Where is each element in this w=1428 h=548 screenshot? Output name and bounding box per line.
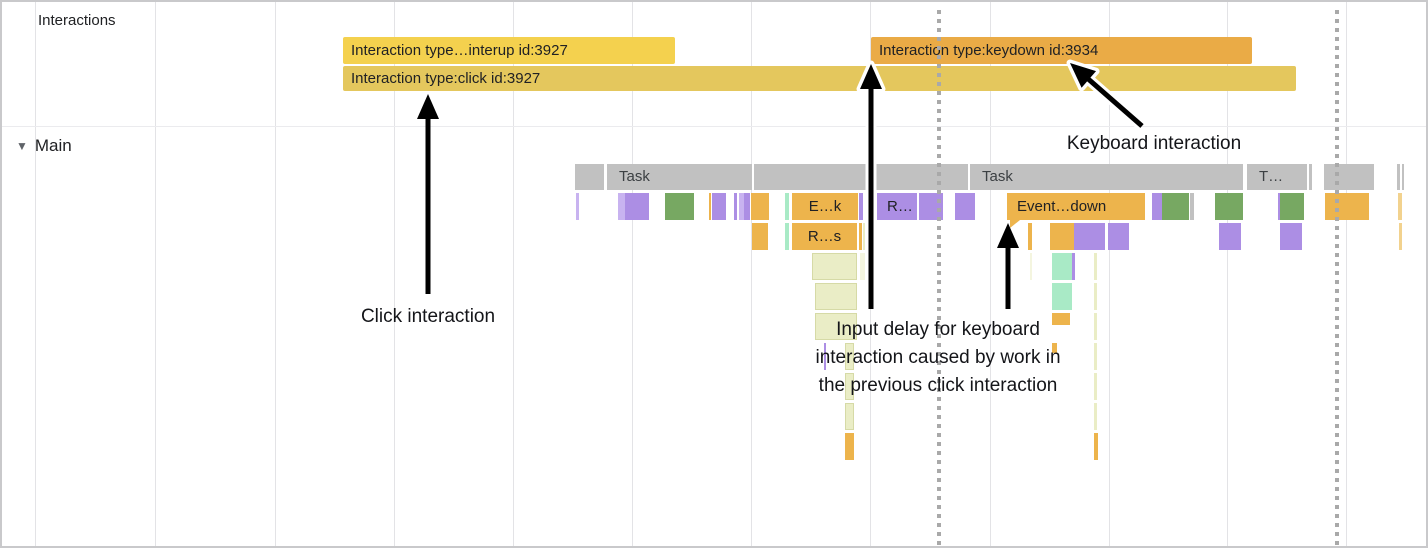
flame-bar[interactable] bbox=[1094, 403, 1097, 430]
annotation-text-line: interaction caused by work in bbox=[815, 347, 1061, 368]
flame-bar[interactable] bbox=[625, 193, 649, 220]
task-bar[interactable] bbox=[754, 164, 968, 190]
dotted-guideline bbox=[937, 10, 941, 545]
flame-bar[interactable] bbox=[812, 253, 857, 280]
flame-bar[interactable] bbox=[860, 253, 865, 280]
flame-bar[interactable] bbox=[1162, 193, 1189, 220]
task-bar[interactable]: Task bbox=[970, 164, 1243, 190]
grid-line bbox=[513, 2, 514, 546]
flame-bar[interactable] bbox=[845, 343, 854, 370]
flame-bar[interactable] bbox=[1074, 223, 1105, 250]
flame-bar[interactable] bbox=[824, 343, 826, 370]
task-bar[interactable] bbox=[1402, 164, 1404, 190]
flame-bar[interactable] bbox=[1108, 223, 1129, 250]
flame-bar[interactable]: R…s bbox=[792, 223, 857, 250]
flame-bar-notch bbox=[1010, 220, 1020, 228]
flame-bar[interactable]: E…k bbox=[792, 193, 858, 220]
flame-bar[interactable] bbox=[1094, 253, 1097, 280]
flame-bar[interactable] bbox=[1050, 223, 1074, 250]
interaction-bar-interaction-pointerup[interactable]: Interaction type…interup id:3927 bbox=[343, 37, 675, 64]
grid-line bbox=[275, 2, 276, 546]
interaction-bar-interaction-keydown[interactable]: Interaction type:keydown id:3934 bbox=[871, 37, 1252, 64]
interactions-track-label: Interactions bbox=[38, 12, 116, 29]
flame-bar[interactable] bbox=[709, 193, 711, 220]
flame-bar[interactable] bbox=[751, 193, 769, 220]
flame-bar[interactable] bbox=[863, 223, 865, 250]
flame-bar[interactable] bbox=[576, 193, 579, 220]
task-bar[interactable] bbox=[1372, 164, 1374, 190]
grid-line bbox=[394, 2, 395, 546]
flame-bar[interactable]: R… bbox=[877, 193, 917, 220]
collapse-triangle-icon[interactable]: ▼ bbox=[16, 139, 28, 153]
flame-bar[interactable] bbox=[1398, 193, 1402, 220]
flame-bar[interactable] bbox=[1280, 223, 1302, 250]
flame-bar[interactable] bbox=[785, 223, 789, 250]
grid-line bbox=[155, 2, 156, 546]
annotation-text-click-note: Click interaction bbox=[361, 303, 495, 331]
flame-bar[interactable] bbox=[1052, 253, 1072, 280]
flame-bar[interactable] bbox=[744, 193, 750, 220]
main-track-header[interactable]: ▼ Main bbox=[16, 136, 72, 156]
flame-bar[interactable] bbox=[734, 193, 737, 220]
flame-bar[interactable] bbox=[1052, 343, 1057, 353]
flame-bar[interactable] bbox=[785, 193, 789, 220]
flame-bar[interactable] bbox=[1152, 193, 1162, 220]
task-bar[interactable] bbox=[575, 164, 604, 190]
flame-bar[interactable] bbox=[1030, 253, 1032, 280]
flame-bar[interactable] bbox=[1399, 223, 1402, 250]
flame-bar[interactable] bbox=[665, 193, 694, 220]
task-bar[interactable] bbox=[1397, 164, 1400, 190]
flame-bar[interactable] bbox=[752, 223, 768, 250]
flame-bar[interactable] bbox=[1094, 313, 1097, 340]
flame-bar[interactable] bbox=[1094, 283, 1097, 310]
flame-bar[interactable] bbox=[1325, 193, 1369, 220]
annotation-text-input-delay-note: Input delay for keyboard interaction caus… bbox=[815, 316, 1060, 400]
grid-line bbox=[1109, 2, 1110, 546]
flame-bar[interactable] bbox=[1052, 283, 1072, 310]
grid-line bbox=[632, 2, 633, 546]
flame-bar[interactable] bbox=[1028, 223, 1032, 250]
grid-line bbox=[35, 2, 36, 546]
task-bar[interactable]: Task bbox=[607, 164, 752, 190]
annotation-text-line: Click interaction bbox=[360, 306, 496, 327]
task-bar[interactable] bbox=[1309, 164, 1312, 190]
flame-bar[interactable] bbox=[845, 433, 854, 460]
flame-bar[interactable] bbox=[1278, 193, 1280, 220]
flame-bar[interactable] bbox=[1094, 343, 1097, 370]
flame-bar[interactable]: Event…down bbox=[1007, 193, 1145, 220]
flame-bar[interactable] bbox=[859, 193, 863, 220]
grid-line bbox=[751, 2, 752, 546]
main-track-label: Main bbox=[34, 136, 72, 155]
task-bar[interactable]: T… bbox=[1247, 164, 1307, 190]
interaction-bar-interaction-click[interactable]: Interaction type:click id:3927 bbox=[343, 66, 1296, 91]
flame-bar[interactable] bbox=[815, 313, 857, 340]
flame-bar[interactable] bbox=[1280, 193, 1304, 220]
flame-bar[interactable] bbox=[859, 223, 862, 250]
flame-bar[interactable] bbox=[1072, 253, 1075, 280]
annotation-text-keyboard-note: Keyboard interaction bbox=[1067, 130, 1241, 158]
flame-bar[interactable] bbox=[815, 283, 857, 310]
flame-bar[interactable] bbox=[845, 373, 854, 400]
flame-bar[interactable] bbox=[845, 403, 854, 430]
dotted-guideline bbox=[1335, 10, 1339, 545]
flame-bar[interactable] bbox=[1215, 193, 1243, 220]
annotation-arrow-click-arrow bbox=[417, 94, 439, 119]
flame-bar[interactable] bbox=[739, 193, 744, 220]
flame-bar[interactable] bbox=[1094, 373, 1097, 400]
flame-bar[interactable] bbox=[955, 193, 975, 220]
flame-bar[interactable] bbox=[1052, 313, 1070, 325]
flame-bar[interactable] bbox=[1190, 193, 1194, 220]
annotation-text-line: the previous click interaction bbox=[818, 375, 1058, 396]
annotation-text-line: Keyboard interaction bbox=[1066, 133, 1242, 154]
grid-line bbox=[990, 2, 991, 546]
flame-bar[interactable] bbox=[1094, 433, 1098, 460]
flame-bar[interactable] bbox=[712, 193, 726, 220]
task-bar[interactable] bbox=[1324, 164, 1372, 190]
flame-bar[interactable] bbox=[618, 193, 625, 220]
track-divider bbox=[2, 126, 1426, 127]
grid-line bbox=[1346, 2, 1347, 546]
grid-line bbox=[1227, 2, 1228, 546]
flame-bar[interactable] bbox=[1219, 223, 1241, 250]
annotation-text-line: Input delay for keyboard bbox=[836, 319, 1040, 340]
